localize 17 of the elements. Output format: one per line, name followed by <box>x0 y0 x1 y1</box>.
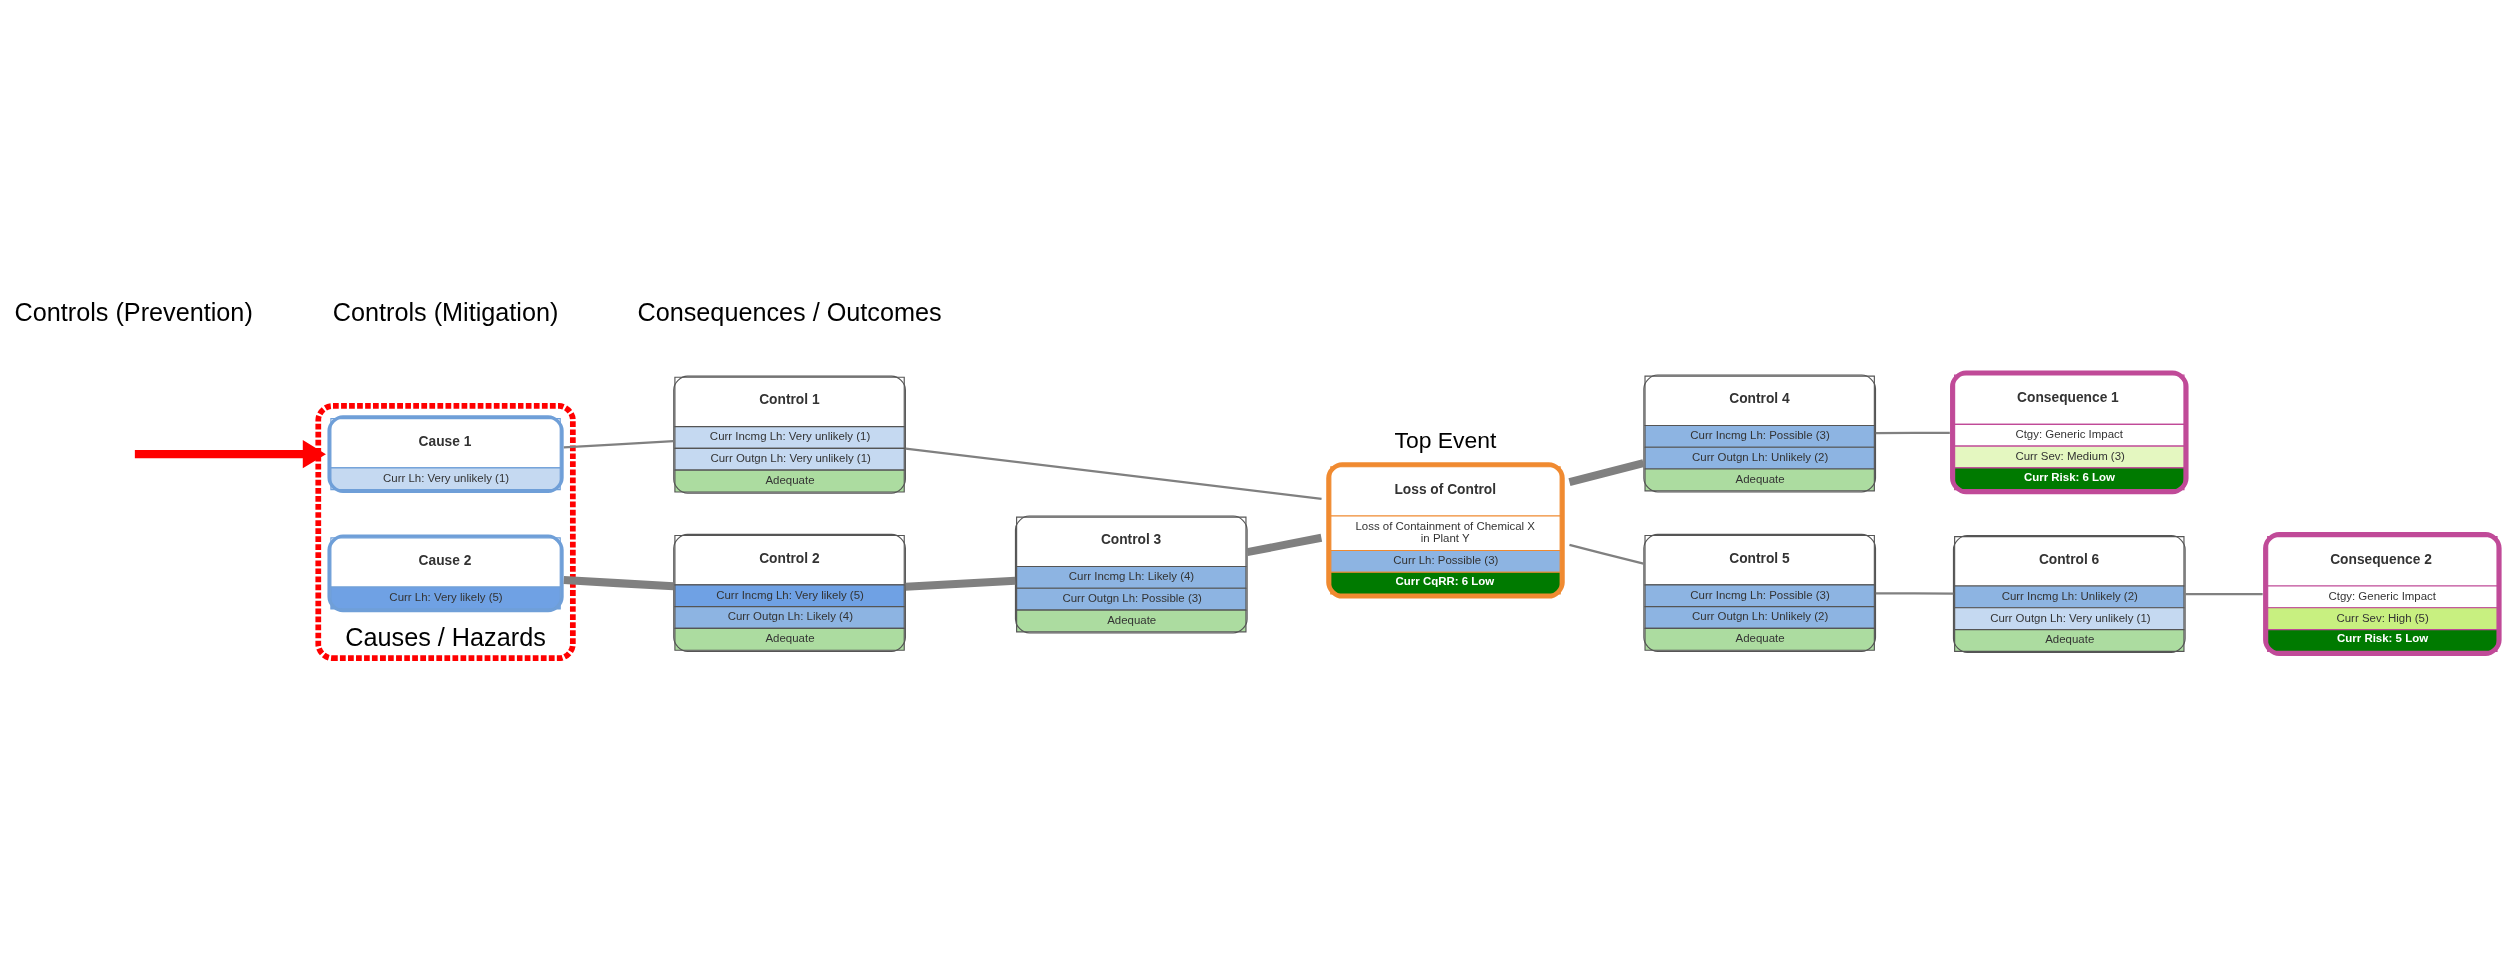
connector <box>1569 543 1644 565</box>
node-label: Top Event <box>1394 427 1497 454</box>
connector <box>1875 592 1954 595</box>
node-box: Consequence 2 Ctgy: Generic Impact Curr Sev: High (5) Curr Risk: 5 Low <box>2263 532 2502 656</box>
label: Controls (Mitigation) <box>332 297 559 326</box>
connector <box>1568 459 1645 487</box>
node-box: Loss of Control Loss of Containment of Chemical X in Plant Y Curr Lh: Possible (3) Curr CqRR: 6 Low <box>1326 462 1565 599</box>
label: Controls (Prevention) <box>14 297 253 326</box>
connector <box>563 440 674 449</box>
connector <box>1875 431 1950 435</box>
connector <box>2185 592 2263 596</box>
connector <box>1246 533 1323 557</box>
label: Consequences / Outcomes <box>637 297 942 326</box>
arrow <box>134 439 326 469</box>
connector <box>905 576 1016 591</box>
node-box: Consequence 1 Ctgy: Generic Impact Curr Sev: Medium (3) Curr Risk: 6 Low <box>1950 370 2189 495</box>
connector <box>905 447 1322 500</box>
